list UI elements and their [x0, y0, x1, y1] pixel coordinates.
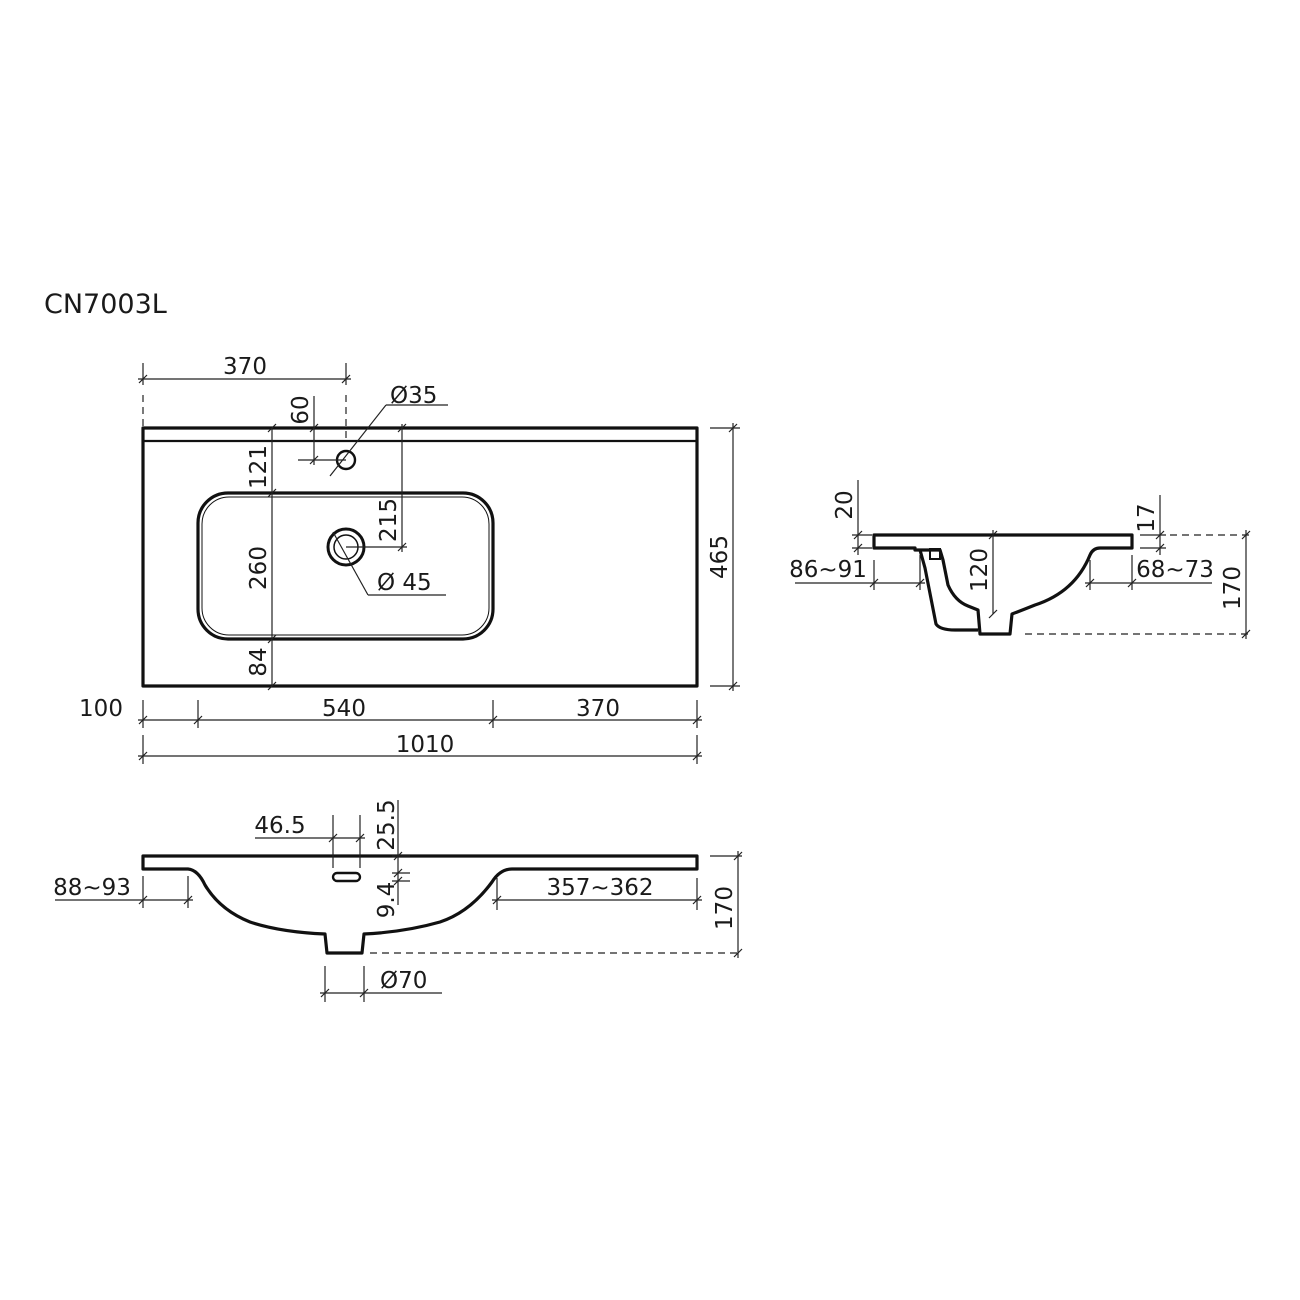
dim-back-to-tap-label: 121: [246, 445, 272, 489]
top-view: 370 60 Ø35 121 260 84: [79, 354, 740, 764]
dim-overall-width-label: 1010: [396, 732, 455, 758]
dim-front-right-ledge: 357~362: [492, 875, 702, 910]
dim-drain-from-back-label: 215: [376, 498, 402, 542]
dim-front-overflow-height-label: 9.4: [374, 882, 400, 919]
dim-overall-depth: 465: [707, 423, 740, 691]
dim-horizontal-chain: 100 540 370: [79, 696, 702, 728]
dim-overall-depth-label: 465: [707, 535, 733, 579]
dim-side-bowl-depth: 120: [967, 530, 998, 619]
dim-front-left-ledge: 88~93: [53, 875, 193, 908]
side-profile-back-wall: [918, 549, 978, 632]
dim-front-overflow-from-top-label: 25.5: [374, 799, 400, 850]
countertop-outline: [141, 426, 699, 688]
dim-side-top-thickness-label: 20: [832, 490, 858, 519]
dim-side-front-ledge: 68~73: [1085, 555, 1214, 590]
dim-front-left-ledge-label: 88~93: [53, 875, 131, 901]
dim-front-overflow-vertical: 25.5 9.4: [374, 799, 410, 918]
dim-front-waste-diameter: Ø70: [320, 966, 442, 1002]
dim-front-height-label: 170: [712, 886, 738, 930]
dim-side-bowl-depth-label: 120: [967, 548, 993, 592]
dim-overall-width: 1010: [138, 732, 702, 764]
dim-bowl-width-label: 540: [322, 696, 366, 722]
dim-tap-offset-label: 370: [223, 354, 267, 380]
dim-side-back-ledge-label: 86~91: [789, 557, 867, 583]
dim-front-overflow-offset: 46.5: [254, 813, 365, 868]
dim-tap-from-back-label: 60: [288, 395, 314, 424]
dim-tap-from-back: 60: [288, 395, 346, 465]
dim-side-height: 170: [1025, 530, 1251, 639]
dim-tap-hole-label: Ø35: [390, 383, 437, 409]
side-view: 20 86~91 120 17: [789, 480, 1251, 639]
dim-drain-hole: Ø 45: [332, 531, 446, 596]
front-view: 46.5 25.5 9.4 88~93: [53, 799, 743, 1002]
bowl-outline: [196, 491, 495, 641]
dim-tap-hole: Ø35: [329, 383, 448, 477]
dim-tap-offset: 370: [138, 354, 351, 440]
side-overflow-icon: [929, 548, 941, 560]
dim-front-height: 170: [370, 851, 743, 958]
dim-drain-from-back: 215: [346, 423, 407, 552]
bowl-inner-line: [201, 496, 490, 636]
dim-side-rim-thickness-label: 17: [1134, 503, 1160, 532]
dim-right-margin-label: 370: [576, 696, 620, 722]
dim-drain-hole-label: Ø 45: [377, 570, 432, 596]
dim-bowl-depth-label: 260: [246, 546, 272, 590]
dim-side-top-thickness: 20: [832, 480, 872, 555]
dim-front-right-ledge-label: 357~362: [546, 875, 653, 901]
dim-front-waste-diameter-label: Ø70: [380, 968, 427, 994]
dim-side-front-ledge-label: 68~73: [1136, 557, 1214, 583]
front-profile-outline: [141, 854, 699, 955]
overflow-slot-icon: [331, 871, 362, 883]
side-profile-outline: [872, 533, 1134, 636]
dim-side-rim-thickness: 17: [1134, 495, 1166, 555]
dim-side-back-ledge: 86~91: [789, 555, 925, 590]
dim-vertical-chain: 121 260 84: [246, 423, 277, 691]
dim-front-overflow-offset-label: 46.5: [254, 813, 305, 839]
dim-side-height-label: 170: [1220, 566, 1246, 610]
model-title: CN7003L: [44, 289, 167, 320]
dim-left-margin-label: 100: [79, 696, 123, 722]
dim-front-margin-label: 84: [246, 647, 272, 676]
